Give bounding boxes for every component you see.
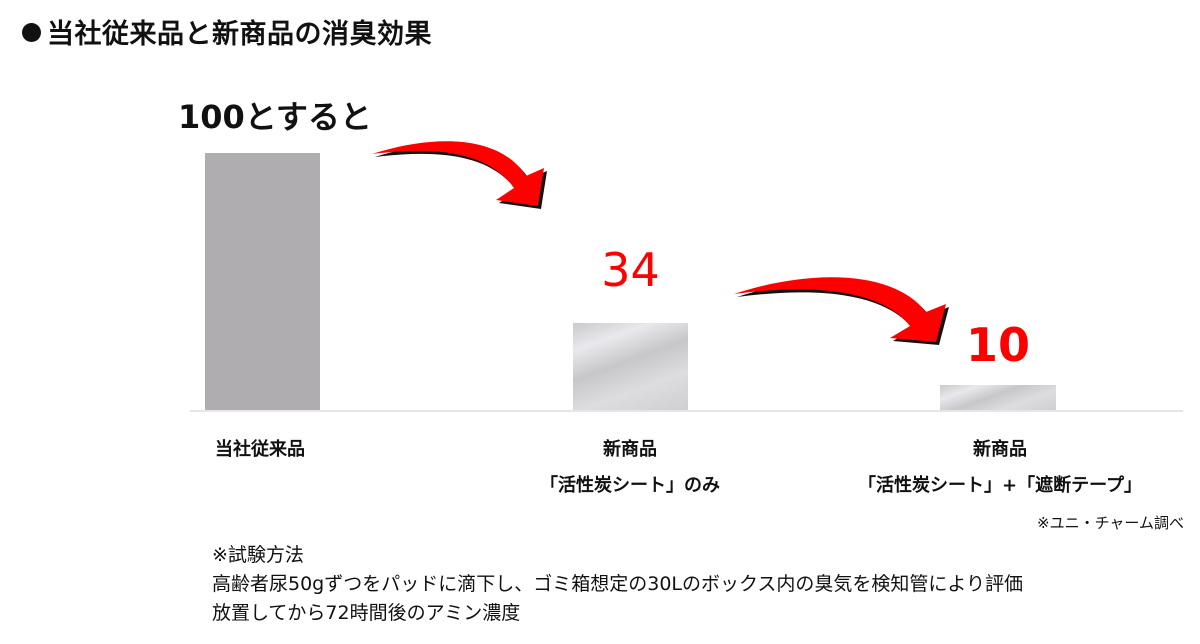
- chart-title: 当社従来品と新商品の消臭効果: [22, 12, 432, 51]
- test-method-line: 放置してから72時間後のアミン濃度: [212, 602, 521, 624]
- bar-new-sheet-only: [573, 323, 688, 410]
- test-method-line: 高齢者尿50gずつをパッドに滴下し、ゴミ箱想定の30Lのボックス内の臭気を検知管…: [212, 573, 1024, 595]
- chart-title-text: 当社従来品と新商品の消臭効果: [47, 19, 432, 50]
- category-label-sheet-tape: 新商品 「活性炭シート」+「遮断テープ」: [820, 432, 1180, 504]
- test-method-note: ※試験方法 高齢者尿50gずつをパッドに滴下し、ゴミ箱想定の30Lのボックス内の…: [212, 541, 1023, 628]
- bar-new-sheet-tape: [940, 385, 1056, 410]
- category-label-line: 「活性炭シート」のみ: [540, 475, 720, 496]
- x-axis-baseline: [190, 410, 1183, 412]
- curved-arrow-icon: [372, 141, 547, 209]
- category-label-sheet-only: 新商品 「活性炭シート」のみ: [510, 432, 750, 504]
- category-label-conventional: 当社従来品: [160, 432, 360, 468]
- bullet-icon: [22, 23, 41, 42]
- source-note: ※ユニ・チャーム調べ: [1037, 514, 1184, 532]
- category-label-line: 当社従来品: [215, 439, 305, 460]
- value-label-bar2: 34: [601, 243, 660, 297]
- category-label-line: 「活性炭シート」+「遮断テープ」: [857, 475, 1142, 496]
- bar-conventional: [205, 153, 320, 410]
- test-method-heading: ※試験方法: [212, 544, 304, 566]
- value-label-bar3: 10: [965, 318, 1030, 372]
- baseline-note: 100とすると: [178, 98, 372, 136]
- category-label-line: 新商品: [603, 439, 657, 460]
- category-label-line: 新商品: [973, 439, 1027, 460]
- curved-arrow-icon: [734, 277, 949, 345]
